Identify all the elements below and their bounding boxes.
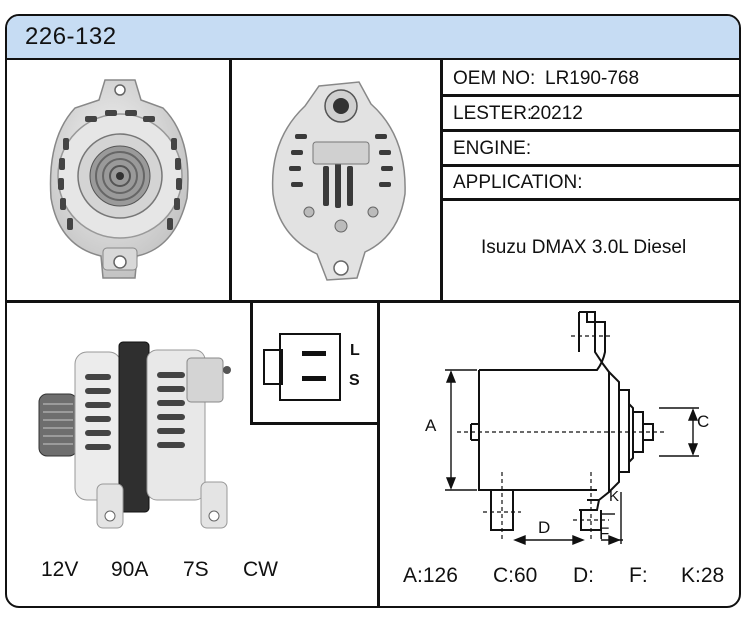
oem-no-label: OEM NO:: [453, 68, 536, 89]
divider: [440, 129, 739, 132]
amperage-rating: 90A: [111, 558, 149, 581]
divider: [440, 94, 739, 97]
connector-diagram: [263, 333, 341, 401]
divider: [440, 198, 739, 201]
part-number-title: 226-132: [25, 23, 117, 50]
engine-label: ENGINE:: [453, 138, 532, 159]
diagram-label-c: C: [697, 412, 710, 431]
divider: [440, 60, 443, 301]
spec-sheet: 226-132 OEM NO: LR190-768 LESTER: 20212 …: [5, 14, 741, 608]
divider: [250, 422, 379, 425]
diagram-label-f: F: [599, 524, 610, 543]
diagram-label-k: K: [609, 488, 620, 505]
divider: [7, 300, 739, 303]
dimension-f: F:: [629, 564, 648, 587]
header-bar: 226-132: [7, 16, 739, 60]
dimension-c: C:60: [493, 564, 538, 587]
divider: [250, 300, 253, 423]
divider: [440, 164, 739, 167]
divider: [229, 60, 232, 301]
connector-terminal-s: S: [349, 372, 360, 389]
alternator-side-view: [38, 341, 231, 529]
oem-no-value: LR190-768: [545, 68, 640, 89]
lester-label: LESTER:: [453, 103, 533, 124]
diagram-label-d: D: [538, 518, 551, 537]
rotation-rating: CW: [243, 558, 278, 581]
alternator-rear-view: [271, 81, 406, 281]
diagram-label-a: A: [425, 416, 437, 435]
connector-terminal-l: L: [350, 342, 360, 359]
voltage-rating: 12V: [41, 558, 79, 581]
dimension-d: D:: [573, 564, 594, 587]
application-text: Isuzu DMAX 3.0L Diesel: [481, 237, 687, 258]
pulley-rating: 7S: [183, 558, 209, 581]
dimension-drawing: [445, 311, 699, 546]
dimension-k: K:28: [681, 564, 725, 587]
divider: [377, 300, 380, 606]
lester-value: 20212: [530, 103, 583, 124]
alternator-front-view: [49, 79, 189, 279]
dimension-a: A:126: [403, 564, 458, 587]
application-label: APPLICATION:: [453, 172, 583, 193]
